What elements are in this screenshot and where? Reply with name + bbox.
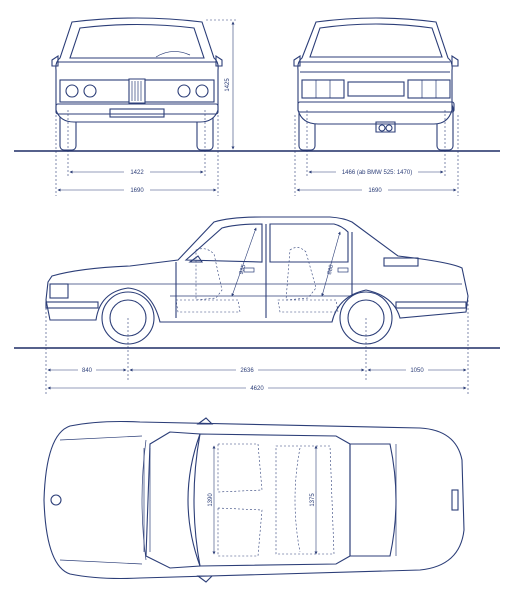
front-track-label: 1422 (130, 170, 144, 176)
rear-overhang-label: 1050 (410, 368, 424, 374)
height-label: 1425 (225, 78, 231, 92)
top-view: 1390 1375 (43, 417, 465, 583)
front-view: 1422 1690 1425 (14, 17, 500, 196)
front-headroom-label: 935 (239, 263, 248, 275)
rear-width-label: 1690 (368, 188, 382, 194)
side-view: 935 880 840 2636 1050 4620 (14, 216, 500, 394)
rear-headroom-label: 880 (327, 263, 336, 275)
front-shoulder-width-label: 1390 (208, 493, 214, 507)
front-width-label: 1690 (130, 188, 144, 194)
wheelbase-label: 2636 (240, 368, 254, 374)
rear-track-label: 1466 (ab BMW 525: 1470) (342, 170, 412, 176)
overall-length-label: 4620 (250, 386, 264, 392)
front-overhang-label: 840 (82, 368, 93, 374)
rear-shoulder-width-label: 1375 (310, 493, 316, 507)
rear-view: 1466 (ab BMW 525: 1470) 1690 (293, 17, 459, 196)
